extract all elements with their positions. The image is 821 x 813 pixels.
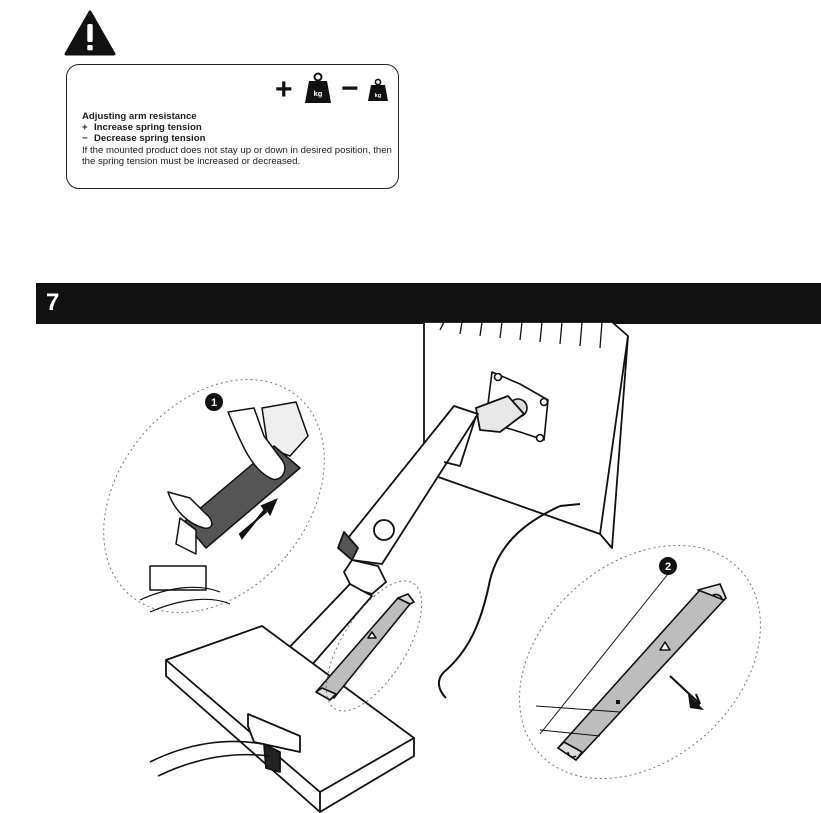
weight-small-label: kg	[375, 93, 381, 99]
increase-sign: +	[82, 122, 88, 134]
increase-line: + Increase spring tension	[82, 122, 394, 133]
weight-large-icon: kg	[305, 72, 331, 103]
cable-icon	[438, 505, 561, 699]
callout-1: 1	[205, 393, 223, 411]
note-box: + kg − kg Adjusting arm resistance + Incr…	[66, 64, 399, 189]
warning-triangle-icon	[64, 10, 116, 56]
spring-tension-weights: + kg − kg	[275, 72, 388, 105]
detail-bubble-small	[325, 580, 423, 712]
note-title: Adjusting arm resistance	[82, 111, 197, 122]
plus-sign: +	[275, 73, 293, 105]
cable-cover-icon	[315, 593, 415, 701]
minus-sign: −	[341, 72, 359, 105]
arrow-icon	[688, 694, 704, 710]
installation-illustration: 1 2	[103, 322, 761, 813]
cable-cover-large-icon	[557, 583, 727, 761]
decrease-label: Decrease spring tension	[94, 133, 206, 145]
arrow-icon	[238, 498, 278, 540]
note-body: If the mounted product does not stay up …	[82, 144, 392, 167]
step-header: 7	[36, 283, 821, 324]
svg-text:1: 1	[211, 397, 217, 409]
detail-bubble-2	[519, 544, 761, 780]
step-number: 7	[46, 289, 60, 316]
note-text: Adjusting arm resistance + Increase sprin…	[82, 111, 394, 167]
weight-large-label: kg	[314, 89, 323, 98]
callout-2: 2	[659, 557, 677, 575]
detail-bubble-1	[103, 379, 325, 613]
weight-small-icon: kg	[368, 78, 388, 101]
decrease-sign: −	[82, 133, 88, 145]
desk-clamp-icon	[165, 625, 415, 813]
decrease-line: −Decrease spring tension	[82, 133, 394, 144]
svg-text:2: 2	[665, 561, 671, 573]
increase-label: Increase spring tension	[94, 122, 202, 134]
hand-icon	[139, 401, 309, 613]
